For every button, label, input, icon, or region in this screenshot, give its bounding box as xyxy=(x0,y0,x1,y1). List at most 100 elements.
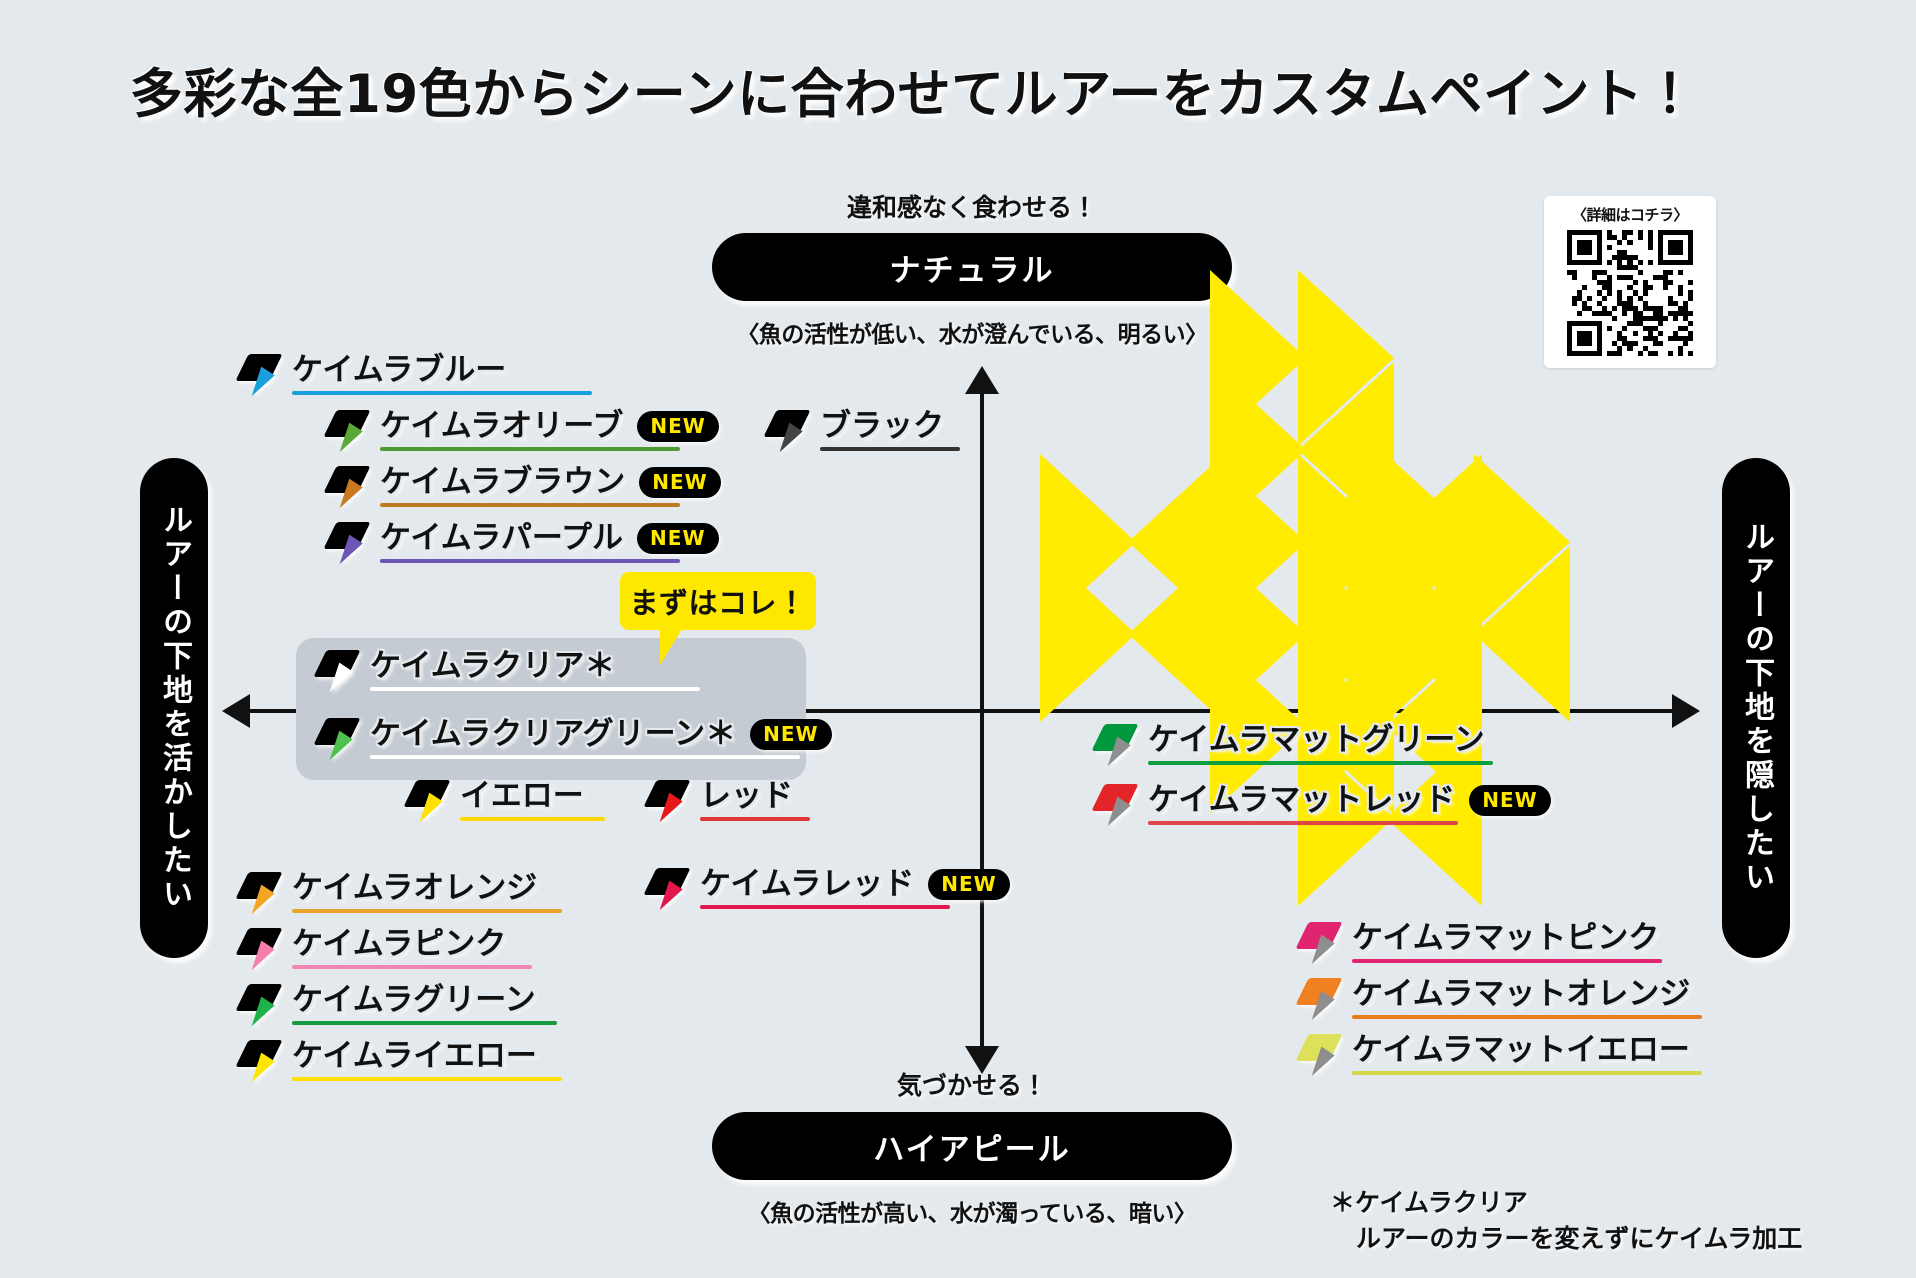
marker-underline xyxy=(1148,820,1458,825)
marker-text: ケイムライエロー xyxy=(292,1038,562,1081)
new-badge: NEW xyxy=(639,466,721,498)
marker-pen-icon xyxy=(403,780,460,827)
qr-module xyxy=(1612,305,1618,311)
marker-text: ケイムラグリーン xyxy=(292,982,557,1025)
qr-module xyxy=(1627,265,1633,271)
qr-module xyxy=(1657,240,1663,246)
qr-module xyxy=(1597,230,1603,236)
qr-module xyxy=(1667,295,1673,301)
qr-module xyxy=(1667,350,1673,356)
qr-module xyxy=(1597,335,1603,341)
marker-head: ケイムラマットイエロー xyxy=(1352,1034,1702,1067)
fish-triangle xyxy=(1298,730,1394,906)
qr-module xyxy=(1592,260,1598,266)
qr-module xyxy=(1647,315,1653,321)
qr-module xyxy=(1592,310,1598,316)
qr-module xyxy=(1657,255,1663,261)
qr-module xyxy=(1607,290,1613,296)
qr-module xyxy=(1632,330,1638,336)
qr-module xyxy=(1657,250,1663,256)
marker-underline xyxy=(700,816,810,821)
qr-module xyxy=(1677,240,1683,246)
qr-module xyxy=(1652,340,1658,346)
marker-text: ケイムラクリア＊ xyxy=(370,648,700,691)
qr-module xyxy=(1672,330,1678,336)
qr-module xyxy=(1592,350,1598,356)
qr-module xyxy=(1657,315,1663,321)
marker-text: ケイムラマットイエロー xyxy=(1352,1032,1702,1075)
marker-text: ケイムラクリアグリーン＊NEW xyxy=(370,716,832,759)
qr-module xyxy=(1667,240,1673,246)
qr-module xyxy=(1622,250,1628,256)
qr-code-icon[interactable] xyxy=(1567,230,1693,356)
qr-module xyxy=(1597,245,1603,251)
marker-underline xyxy=(380,502,680,507)
qr-module xyxy=(1677,250,1683,256)
qr-module xyxy=(1647,235,1653,241)
qr-module xyxy=(1602,270,1608,276)
axis-arrow-right-icon xyxy=(1672,694,1700,728)
qr-module xyxy=(1652,325,1658,331)
marker-pen-icon xyxy=(323,522,380,569)
qr-module xyxy=(1622,305,1628,311)
qr-module xyxy=(1597,350,1603,356)
qr-module xyxy=(1637,260,1643,266)
qr-module xyxy=(1682,300,1688,306)
marker-underline xyxy=(292,390,592,395)
qr-module xyxy=(1682,230,1688,236)
qr-module xyxy=(1647,335,1653,341)
qr-card[interactable]: 〈詳細はコチラ〉 xyxy=(1544,196,1716,368)
marker-pen-icon xyxy=(323,466,380,513)
qr-module xyxy=(1647,285,1653,291)
qr-module xyxy=(1642,305,1648,311)
qr-module xyxy=(1687,280,1693,286)
qr-module xyxy=(1632,320,1638,326)
qr-module xyxy=(1607,285,1613,291)
qr-module xyxy=(1657,340,1663,346)
marker-underline xyxy=(1352,1014,1702,1019)
qr-module xyxy=(1627,230,1633,236)
marker-row-keimura-blue: ケイムラブルー xyxy=(235,352,592,401)
qr-module xyxy=(1647,305,1653,311)
qr-module xyxy=(1687,330,1693,336)
marker-underline xyxy=(1352,958,1662,963)
marker-pen-icon xyxy=(235,1040,292,1087)
marker-text: ケイムラマットグリーン xyxy=(1148,722,1493,765)
qr-module xyxy=(1682,315,1688,321)
qr-module xyxy=(1592,275,1598,281)
qr-module xyxy=(1627,300,1633,306)
qr-module xyxy=(1627,260,1633,266)
qr-module xyxy=(1587,250,1593,256)
qr-module xyxy=(1632,255,1638,261)
marker-text: イエロー xyxy=(460,778,605,821)
qr-module xyxy=(1632,265,1638,271)
new-badge: NEW xyxy=(1469,784,1551,816)
axis-left-pill: ルアーの下地を活かしたい xyxy=(140,458,208,958)
qr-module xyxy=(1567,230,1573,236)
qr-module xyxy=(1617,275,1623,281)
qr-module xyxy=(1662,260,1668,266)
marker-pen-icon xyxy=(235,984,292,1031)
vertical-axis xyxy=(980,380,984,1060)
qr-module xyxy=(1687,255,1693,261)
marker-row-matte-orange: ケイムラマットオレンジ xyxy=(1295,976,1702,1025)
qr-module xyxy=(1572,275,1578,281)
qr-module xyxy=(1602,310,1608,316)
qr-module xyxy=(1637,295,1643,301)
footnote-line-2: ルアーのカラーを変えずにケイムラ加工 xyxy=(1356,1224,1803,1254)
marker-underline xyxy=(370,686,700,691)
qr-module xyxy=(1577,295,1583,301)
qr-module xyxy=(1677,305,1683,311)
marker-head: ケイムラオレンジ xyxy=(292,872,562,905)
qr-module xyxy=(1687,320,1693,326)
qr-module xyxy=(1572,320,1578,326)
qr-module xyxy=(1597,260,1603,266)
marker-row-matte-yellow: ケイムラマットイエロー xyxy=(1295,1032,1702,1081)
page-title: 多彩な全19色からシーンに合わせてルアーをカスタムペイント！ xyxy=(130,64,1697,125)
qr-module xyxy=(1662,315,1668,321)
marker-head: ケイムラマットグリーン xyxy=(1148,724,1493,757)
marker-row-keimura-clear: ケイムラクリア＊ xyxy=(313,648,700,697)
